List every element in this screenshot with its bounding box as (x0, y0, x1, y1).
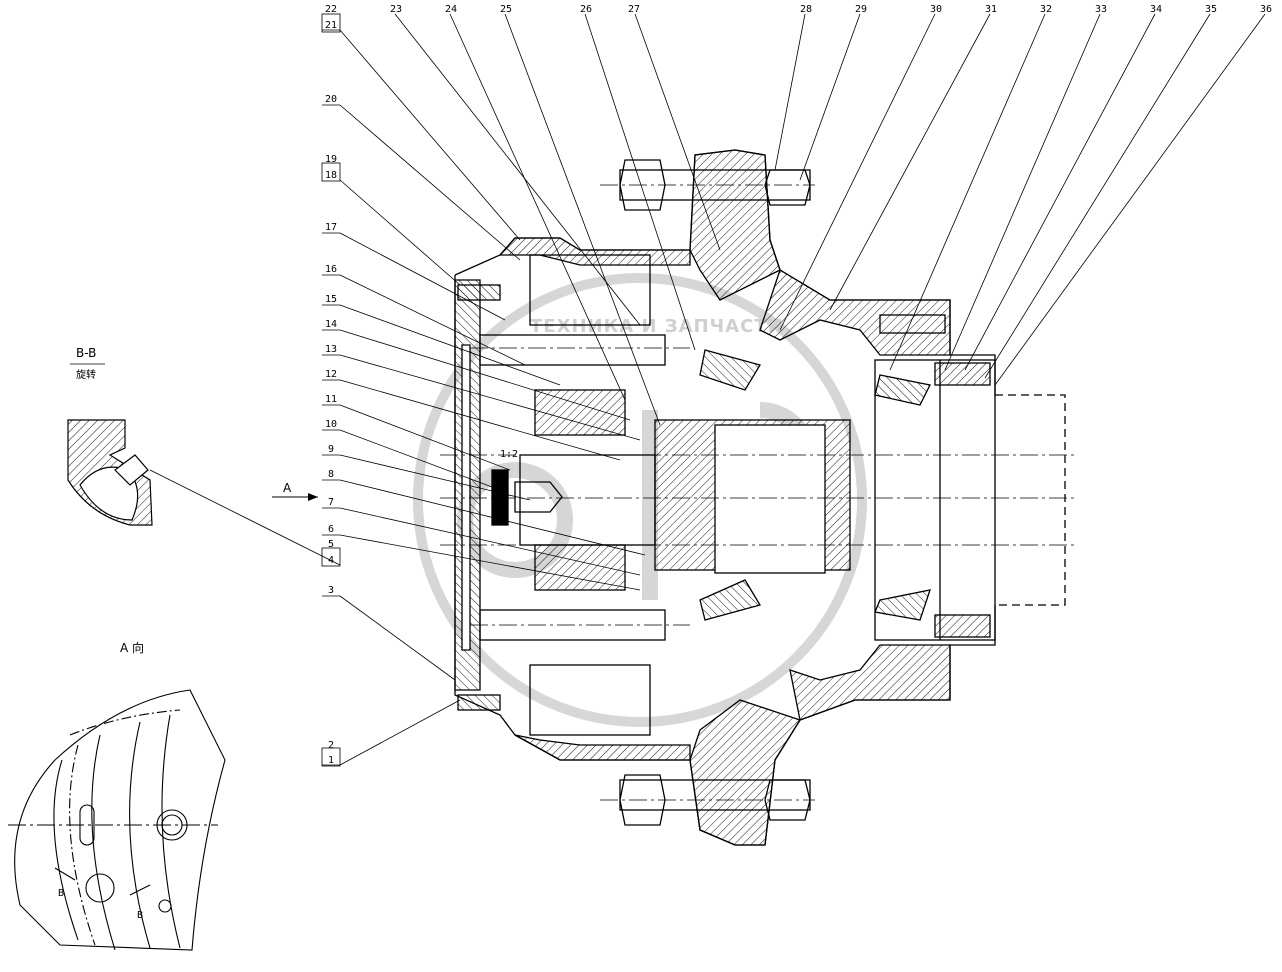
callout-7: 7 (328, 497, 334, 508)
callout-15: 15 (325, 294, 337, 305)
callout-4: 4 (328, 555, 334, 566)
main-section-view (454, 149, 1066, 846)
callout-20: 20 (325, 94, 337, 105)
callout-13: 13 (325, 344, 337, 355)
callout-25: 25 (500, 4, 512, 15)
callout-10: 10 (325, 419, 337, 430)
leader-lines (149, 13, 1266, 767)
callout-5: 5 (328, 539, 334, 550)
callout-33: 33 (1095, 4, 1107, 15)
callout-19: 19 (325, 154, 337, 165)
callout-9: 9 (328, 444, 334, 455)
callout-35: 35 (1205, 4, 1217, 15)
callout-1: 1 (328, 755, 334, 766)
scale-label: 1:2 (500, 449, 518, 460)
callout-29: 29 (855, 4, 867, 15)
callout-2: 2 (328, 740, 334, 751)
watermark-text: ТЕХНИКА И ЗАПЧАСТИ (530, 316, 784, 337)
center-lines (440, 184, 1075, 801)
section-title: B-B (76, 346, 96, 360)
callout-14: 14 (325, 319, 337, 330)
section-mark-b-right: B (137, 910, 143, 921)
callout-11: 11 (325, 394, 337, 405)
view-a: A 向 A B B (8, 481, 318, 951)
callout-3: 3 (328, 585, 334, 596)
callout-27: 27 (628, 4, 640, 15)
callout-24: 24 (445, 4, 457, 15)
view-a-arrow-label: A (283, 481, 292, 495)
view-a-label: A 向 (120, 640, 144, 655)
callout-labels: 22 21 23 24 25 26 27 28 29 30 31 32 33 3… (325, 4, 1272, 766)
callout-21: 21 (325, 20, 337, 31)
callout-23: 23 (390, 4, 402, 15)
callout-34: 34 (1150, 4, 1162, 15)
callout-18: 18 (325, 170, 337, 181)
callout-26: 26 (580, 4, 592, 15)
callout-30: 30 (930, 4, 942, 15)
callout-16: 16 (325, 264, 337, 275)
callout-28: 28 (800, 4, 812, 15)
callout-31: 31 (985, 4, 997, 15)
callout-17: 17 (325, 222, 337, 233)
callout-22: 22 (325, 4, 337, 15)
callout-36: 36 (1260, 4, 1272, 15)
section-note: 旋转 (76, 368, 96, 381)
callout-6: 6 (328, 524, 334, 535)
callout-12: 12 (325, 369, 337, 380)
callout-8: 8 (328, 469, 334, 480)
section-b-b-view: B-B 旋转 (67, 346, 153, 526)
callout-32: 32 (1040, 4, 1052, 15)
section-mark-b-left: B (58, 888, 64, 899)
